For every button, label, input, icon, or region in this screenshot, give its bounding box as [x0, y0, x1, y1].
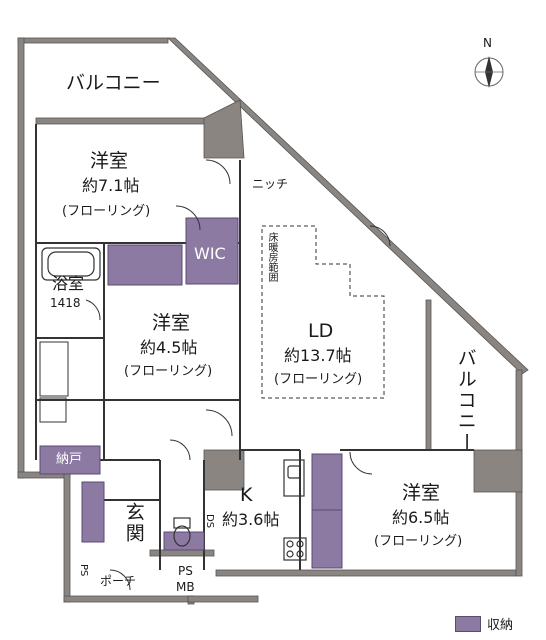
western2-name: 洋室 — [152, 312, 191, 334]
kitchen-fixtures — [283, 459, 307, 561]
ld-floor: (フローリング) — [274, 372, 363, 387]
washroom-fixtures — [39, 341, 69, 423]
door-swings — [85, 159, 391, 591]
toilet — [173, 517, 191, 547]
bathtub — [41, 247, 101, 281]
western3-floor: (フローリング) — [374, 534, 463, 549]
western1-floor: (フローリング) — [62, 204, 151, 219]
ds-label: DS — [204, 514, 215, 529]
floor-heating-boundary — [261, 225, 385, 399]
storage-ds — [163, 531, 205, 551]
storage-swatch — [455, 615, 481, 632]
storage-western3-b — [311, 509, 343, 569]
bath-name: 浴室 — [52, 274, 85, 293]
north-compass: N — [464, 36, 514, 92]
wic-label: WIC — [194, 244, 226, 263]
legend-label: 収納 — [487, 618, 514, 633]
balcony-right-label: バルコニー — [454, 348, 477, 453]
niche-label: ニッチ — [252, 177, 289, 191]
bath-size-code: 1418 — [50, 296, 81, 310]
western3-name: 洋室 — [402, 482, 441, 504]
balcony-top-label: バルコニー — [66, 72, 161, 94]
storage-western3-a — [311, 453, 343, 511]
kitchen-name: K — [240, 484, 253, 506]
western2-size: 約4.5帖 — [140, 338, 198, 357]
ps-mb-label-top: PS — [178, 564, 193, 578]
ld-name: LD — [308, 320, 334, 342]
porch-label: ポーチ — [100, 574, 137, 588]
ps-left-label: PS — [78, 564, 89, 577]
north-label: N — [483, 36, 492, 50]
floor-heating-label: 床暖房範囲 — [266, 232, 277, 282]
entrance-label: 玄関 — [122, 502, 145, 544]
closet-label: 納戸 — [56, 452, 83, 467]
interior-walls — [35, 124, 474, 570]
compass-icon — [474, 56, 504, 88]
storage-closet — [39, 445, 101, 475]
western2-floor: (フローリング) — [124, 364, 213, 379]
storage-areas — [39, 217, 343, 569]
legend: 収納 — [455, 614, 513, 633]
western3-size: 約6.5帖 — [392, 508, 450, 527]
storage-wic — [185, 217, 239, 285]
kitchen-size: 約3.6帖 — [222, 510, 280, 529]
western1-size: 約7.1帖 — [82, 176, 140, 195]
ps-mb-label-bottom: MB — [176, 580, 195, 594]
ld-size: 約13.7帖 — [284, 346, 352, 365]
exterior-walls — [17, 37, 529, 605]
western1-name: 洋室 — [90, 150, 129, 172]
storage-entrance — [81, 481, 105, 543]
storage-western2-closet — [107, 244, 183, 286]
